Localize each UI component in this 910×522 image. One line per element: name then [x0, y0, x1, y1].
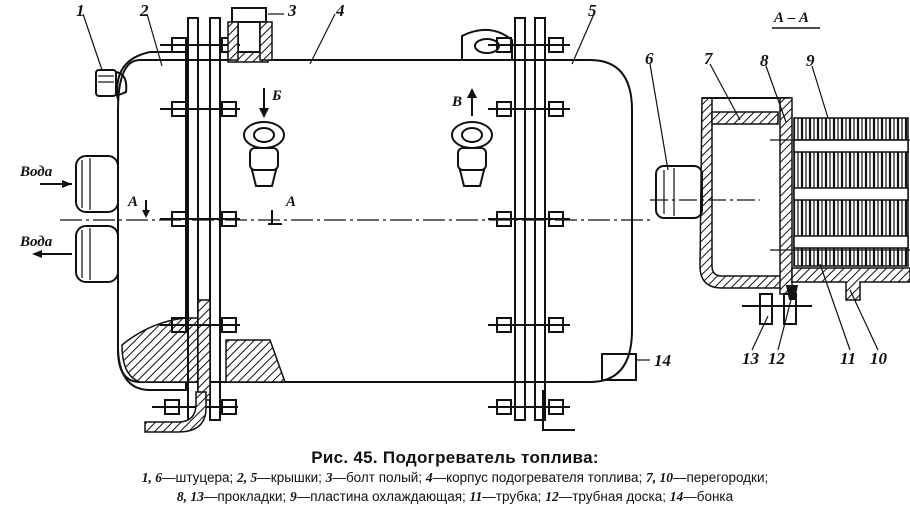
callout-9: 9 [806, 51, 815, 70]
legend-text: —корпус подогревателя топлива; [432, 470, 646, 485]
water-in-label: Вода [19, 164, 53, 180]
legend-text: —крышки; [257, 470, 326, 485]
fuel-fitting-v [451, 88, 493, 187]
legend-text: —бонка [683, 489, 734, 504]
water-out-label: Вода [19, 234, 53, 250]
legend-key: 7, 10 [645, 470, 673, 485]
callout-13: 13 [742, 349, 760, 368]
boss-14 [601, 353, 637, 381]
callout-7: 7 [704, 49, 714, 68]
fuel-heater-drawing: 1 2 3 4 5 6 7 8 9 10 11 12 13 14 А – А А… [19, 1, 910, 433]
callout-2: 2 [139, 1, 149, 20]
callout-11: 11 [840, 349, 856, 368]
fitting-1 [95, 69, 128, 97]
figure-title: Рис. 45. Подогреватель топлива: [311, 448, 599, 467]
callout-10: 10 [870, 349, 888, 368]
legend-text: —перегородки; [672, 470, 769, 485]
legend-text: —трубка; [482, 489, 546, 504]
legend-text: —пластина охлаждающая; [296, 489, 470, 504]
section-title-aa: А – А [773, 10, 809, 26]
section-marks [142, 200, 282, 225]
flange-bolts [152, 37, 570, 415]
legend-line-1: 1, 6—штуцера; 2, 5—крышки; 3—болт полый;… [0, 470, 910, 486]
section-view-aa [650, 97, 910, 325]
water-outlet-fitting [32, 225, 119, 283]
callout-5: 5 [588, 1, 597, 20]
callout-4: 4 [335, 1, 345, 20]
hollow-bolt-3 [227, 7, 273, 61]
legend-key: 8, 13 [176, 489, 204, 504]
callout-6: 6 [645, 49, 654, 68]
legend-key: 4 [425, 470, 433, 485]
cut-label-left: А [127, 194, 138, 210]
heater-body [60, 51, 650, 391]
legend-key: 11 [469, 489, 483, 504]
legend-key: 2, 5 [237, 470, 258, 485]
fuel-b-label: Б [271, 88, 282, 104]
legend-text: —штуцера; [162, 470, 238, 485]
legend-key: 1, 6 [141, 470, 162, 485]
fuel-fitting-b [243, 88, 285, 187]
callout-8: 8 [760, 51, 769, 70]
legend-line-2: 8, 13—прокладки; 9—пластина охлаждающая;… [0, 489, 910, 505]
legend-text: —прокладки; [203, 489, 290, 504]
leader-lines [82, 13, 879, 361]
callout-14: 14 [654, 351, 671, 370]
cut-label-right: А [285, 194, 296, 210]
legend-key: 14 [669, 489, 684, 504]
legend-key: 3 [325, 470, 333, 485]
water-inlet-fitting [40, 155, 119, 213]
mount-bracket-right [542, 390, 575, 431]
mount-bracket-left [144, 391, 207, 433]
legend-text: —трубная доска; [558, 489, 670, 504]
callout-12: 12 [768, 349, 786, 368]
legend-key: 9 [289, 489, 297, 504]
fuel-v-label: В [451, 94, 462, 110]
lifting-eye [461, 29, 513, 60]
legend-text: —болт полый; [332, 470, 426, 485]
callout-3: 3 [287, 1, 297, 20]
legend-key: 12 [545, 489, 559, 504]
callout-1: 1 [76, 1, 85, 20]
